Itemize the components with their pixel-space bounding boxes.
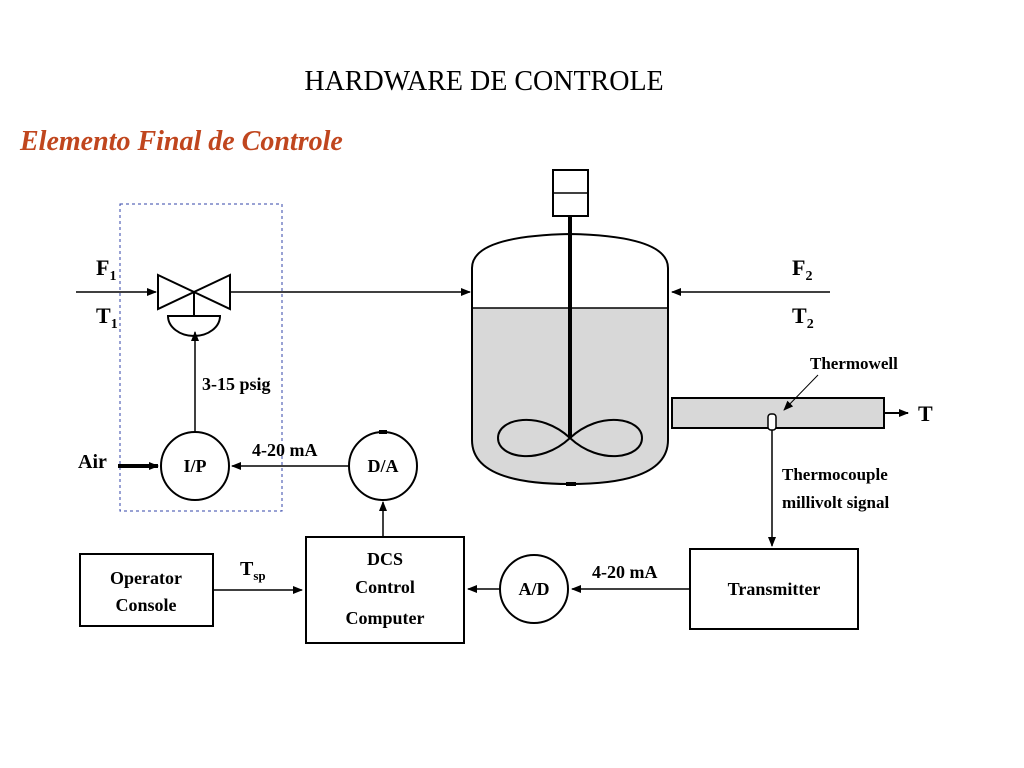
page-title: HARDWARE DE CONTROLE xyxy=(304,66,664,97)
control-valve-icon xyxy=(157,273,231,337)
inlet-temp-label: T1 xyxy=(96,303,118,332)
operator-label-1: Operator xyxy=(110,568,182,588)
operator-console-box xyxy=(79,553,214,627)
dcs-label-2: Control xyxy=(355,577,415,597)
outlet-temp-label: T2 xyxy=(792,303,814,332)
operator-label-2: Console xyxy=(115,595,176,615)
transmitter-label: Transmitter xyxy=(728,579,821,599)
thermocouple-label-1: Thermocouple xyxy=(782,465,888,484)
dcs-label-1: DCS xyxy=(367,549,403,569)
ip-label: I/P xyxy=(183,456,206,476)
dcs-box xyxy=(305,536,465,644)
thermowell-label: Thermowell xyxy=(810,354,898,373)
ad-label: A/D xyxy=(519,579,550,599)
dcs-label-3: Computer xyxy=(346,608,425,628)
thermowell-pipe xyxy=(671,397,885,429)
da-label: D/A xyxy=(368,456,399,476)
ad-signal-label: 4-20 mA xyxy=(592,562,658,582)
thermocouple-label-2: millivolt signal xyxy=(782,493,889,512)
thermocouple-icon xyxy=(767,413,777,431)
pressure-signal-label: 3-15 psig xyxy=(202,374,271,394)
final-control-element-boundary xyxy=(119,203,283,512)
page-subtitle: Elemento Final de Controle xyxy=(20,126,343,157)
agitator-icon xyxy=(496,169,644,458)
thermowell-pointer xyxy=(783,374,819,411)
transmitter-box xyxy=(689,548,859,630)
da-port xyxy=(379,430,387,434)
outlet-flow-label: F2 xyxy=(792,255,812,284)
setpoint-label: Tsp xyxy=(240,558,266,583)
air-label: Air xyxy=(78,451,107,473)
inlet-flow-label: F1 xyxy=(96,255,116,284)
output-temp-label: T xyxy=(918,401,933,426)
da-signal-label: 4-20 mA xyxy=(252,440,318,460)
